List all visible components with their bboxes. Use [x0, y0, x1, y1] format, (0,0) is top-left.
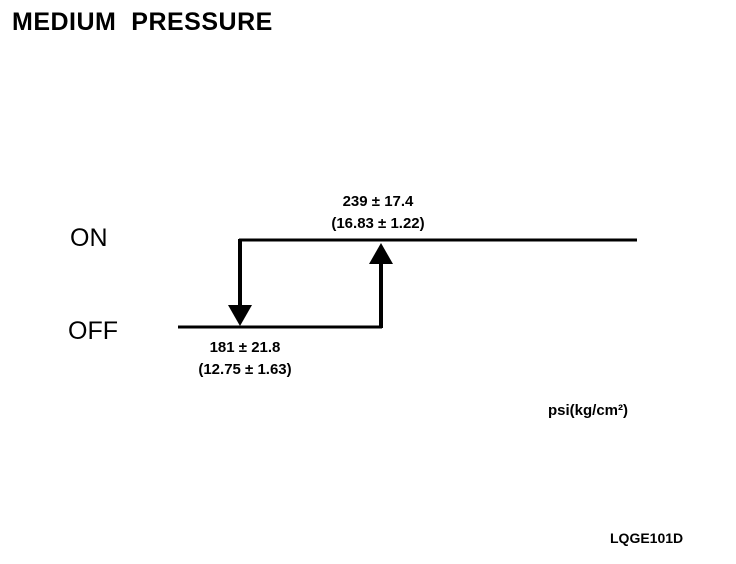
switch-on-kgcm2-value: (16.83 ± 1.22) — [331, 215, 425, 232]
switch-off-pressure: 181 ± 21.8 (12.75 ± 1.63) — [175, 337, 315, 381]
diagram-title: MEDIUM PRESSURE — [12, 8, 273, 36]
on-state-label: ON — [70, 224, 108, 252]
switch-on-pressure: 239 ± 17.4 (16.83 ± 1.22) — [308, 191, 448, 235]
arrow-up-icon — [369, 243, 393, 264]
unit-label: psi(kg/cm²) — [548, 402, 629, 419]
off-state-label: OFF — [68, 317, 118, 345]
switch-off-kgcm2-value: (12.75 ± 1.63) — [198, 361, 292, 378]
figure-code: LQGE101D — [610, 530, 684, 546]
arrow-down-icon — [228, 305, 252, 326]
switch-off-psi-value: 181 ± 21.8 — [209, 339, 281, 356]
switch-on-psi-value: 239 ± 17.4 — [342, 193, 414, 210]
